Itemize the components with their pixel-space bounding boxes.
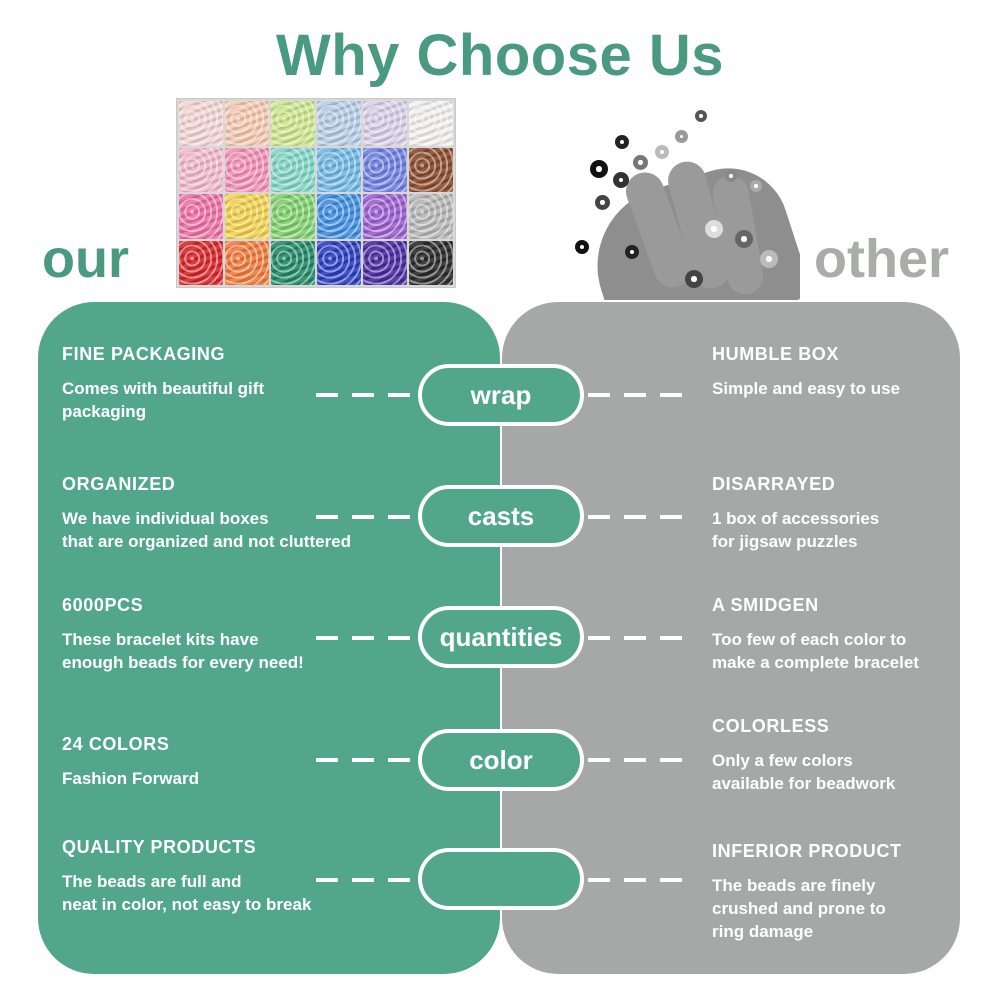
other-feature-heading: A SMIDGEN [712, 595, 819, 615]
bead-compartment [363, 147, 407, 192]
our-feature: ORGANIZED We have individual boxes that … [62, 474, 351, 553]
other-feature-text: make a complete bracelet [712, 653, 919, 672]
other-feature-heading: COLORLESS [712, 716, 830, 736]
connector-line [316, 636, 416, 640]
our-feature-heading: FINE PACKAGING [62, 344, 226, 364]
other-feature-text: Too few of each color to [712, 630, 907, 649]
our-feature: QUALITY PRODUCTS The beads are full and … [62, 837, 311, 916]
other-feature-text: for jigsaw puzzles [712, 532, 858, 551]
bead-image [750, 180, 762, 192]
other-feature-text: available for beadwork [712, 774, 896, 793]
our-feature-text: These bracelet kits have [62, 630, 259, 649]
bead-image [625, 245, 639, 259]
connector-line [316, 758, 416, 762]
page-title: Why Choose Us [276, 23, 724, 88]
connector-line [588, 758, 688, 762]
bead-compartment [179, 194, 223, 239]
bead-image [675, 130, 688, 143]
bead-compartment [271, 240, 315, 285]
our-feature-text: Comes with beautiful gift [62, 379, 265, 398]
bead-compartment [179, 101, 223, 146]
our-feature-text: The beads are full and [62, 872, 242, 891]
bead-image [685, 270, 703, 288]
our-feature-heading: 24 COLORS [62, 734, 170, 754]
bead-kit-photo [176, 98, 456, 288]
bead-image [705, 220, 723, 238]
our-feature-heading: 6000PCS [62, 595, 144, 615]
bead-image [615, 135, 629, 149]
bead-image [590, 160, 608, 178]
our-feature-text: packaging [62, 402, 147, 421]
connector-line [588, 636, 688, 640]
other-feature: DISARRAYED 1 box of accessories for jigs… [712, 474, 879, 553]
bead-image [633, 155, 648, 170]
other-feature: INFERIOR PRODUCT The beads are finely cr… [712, 841, 902, 943]
bead-image [760, 250, 778, 268]
bead-compartment [225, 194, 269, 239]
bead-compartment [317, 240, 361, 285]
bead-compartment [363, 194, 407, 239]
other-feature-text: 1 box of accessories [712, 509, 880, 528]
other-feature-heading: DISARRAYED [712, 474, 836, 494]
other-feature-text: The beads are finely [712, 876, 876, 895]
bead-compartment [317, 101, 361, 146]
badge-empty [418, 848, 584, 910]
badge-color: color [418, 729, 584, 791]
bead-compartment [225, 147, 269, 192]
other-feature: A SMIDGEN Too few of each color to make … [712, 595, 919, 674]
bead-image [575, 240, 589, 254]
bead-compartment [271, 194, 315, 239]
other-feature-heading: INFERIOR PRODUCT [712, 841, 902, 861]
connector-line [588, 393, 688, 397]
bead-compartment [363, 240, 407, 285]
bead-compartment [409, 194, 453, 239]
bead-image [735, 230, 753, 248]
bead-compartment [225, 101, 269, 146]
other-feature-heading: HUMBLE BOX [712, 344, 839, 364]
bead-compartment [409, 147, 453, 192]
connector-line [316, 393, 416, 397]
bead-compartment [225, 240, 269, 285]
connector-line [316, 878, 416, 882]
bead-compartment [409, 240, 453, 285]
our-feature: 6000PCS These bracelet kits have enough … [62, 595, 304, 674]
bead-image [725, 170, 737, 182]
other-feature: COLORLESS Only a few colors available fo… [712, 716, 895, 795]
bead-compartment [179, 240, 223, 285]
bead-compartment [179, 147, 223, 192]
our-feature-text: enough beads for every need! [62, 653, 304, 672]
other-feature-text: Simple and easy to use [712, 379, 901, 398]
our-feature-text: We have individual boxes [62, 509, 269, 528]
bead-image [613, 172, 629, 188]
other-label: other [814, 229, 949, 289]
our-feature: FINE PACKAGING Comes with beautiful gift… [62, 344, 264, 423]
our-feature-text: Fashion Forward [62, 769, 199, 788]
connector-line [316, 515, 416, 519]
our-feature-heading: ORGANIZED [62, 474, 176, 494]
bead-image [655, 145, 669, 159]
our-feature-text: neat in color, not easy to break [62, 895, 312, 914]
badge-wrap: wrap [418, 364, 584, 426]
connector-line [588, 878, 688, 882]
bead-image [595, 195, 610, 210]
badge-quantities: quantities [418, 606, 584, 668]
our-feature: 24 COLORS Fashion Forward [62, 734, 199, 790]
badge-casts: casts [418, 485, 584, 547]
competitor-beads-photo [555, 100, 800, 300]
other-feature: HUMBLE BOX Simple and easy to use [712, 344, 900, 400]
other-feature-text: Only a few colors [712, 751, 853, 770]
bead-compartment [271, 147, 315, 192]
bead-compartment [409, 101, 453, 146]
connector-line [588, 515, 688, 519]
bead-compartment [317, 194, 361, 239]
our-feature-text: that are organized and not cluttered [62, 532, 352, 551]
our-feature-heading: QUALITY PRODUCTS [62, 837, 257, 857]
bead-compartment [271, 101, 315, 146]
our-label: our [42, 229, 129, 289]
bead-compartment [363, 101, 407, 146]
other-feature-text: crushed and prone to [712, 899, 886, 918]
other-feature-text: ring damage [712, 922, 814, 941]
bead-compartment [317, 147, 361, 192]
bead-image [695, 110, 707, 122]
